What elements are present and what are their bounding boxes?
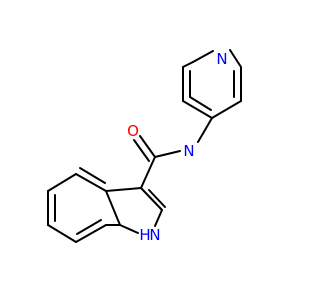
bond-carbonyl-to-indole [140,156,156,189]
indole-nh-h-label: H [139,226,150,244]
carbonyl-oxygen-label: O [127,122,139,140]
bond-carbonyl-double-1 [139,135,156,158]
pyridine-nitrogen-label: N [216,50,227,68]
bond-benzene-5 [75,224,107,243]
bond-ring-to-amide-n [197,117,213,143]
amide-nitrogen-label: N [183,142,194,160]
bond-pyrrole-5 [105,187,142,192]
bond-benzene-2 [47,173,77,192]
bond-pyridine-7 [182,61,194,68]
bond-pyrrole-4 [105,190,121,226]
indole-nh-n-label: N [149,226,160,244]
bond-pyridine-1 [192,50,214,63]
bond-carbonyl-double-2 [133,139,150,162]
bond-pyrrole-1-inner [148,189,166,208]
bond-pyrrole-3 [119,224,139,234]
bond-pyridine-5-inner [189,96,212,111]
bond-pyridine-2 [229,49,242,68]
bond-pyridine-4 [211,100,242,119]
bond-amide-n-to-carbonyl [154,150,181,158]
bond-benzene-4 [47,224,77,243]
pyridine-ring [182,49,242,119]
bond-benzene-1-inner [79,167,106,184]
bond-pyridine-5 [182,100,213,119]
bond-benzene-5-inner [76,219,102,235]
molecule-structure: N N O H N [47,49,242,244]
bond-benzene-1 [75,173,107,192]
bond-pyrrole-2 [154,209,163,227]
indole-pyrrole-ring [105,187,166,234]
indole-benzene-ring [47,167,121,243]
bond-pyrrole-1 [140,187,163,211]
